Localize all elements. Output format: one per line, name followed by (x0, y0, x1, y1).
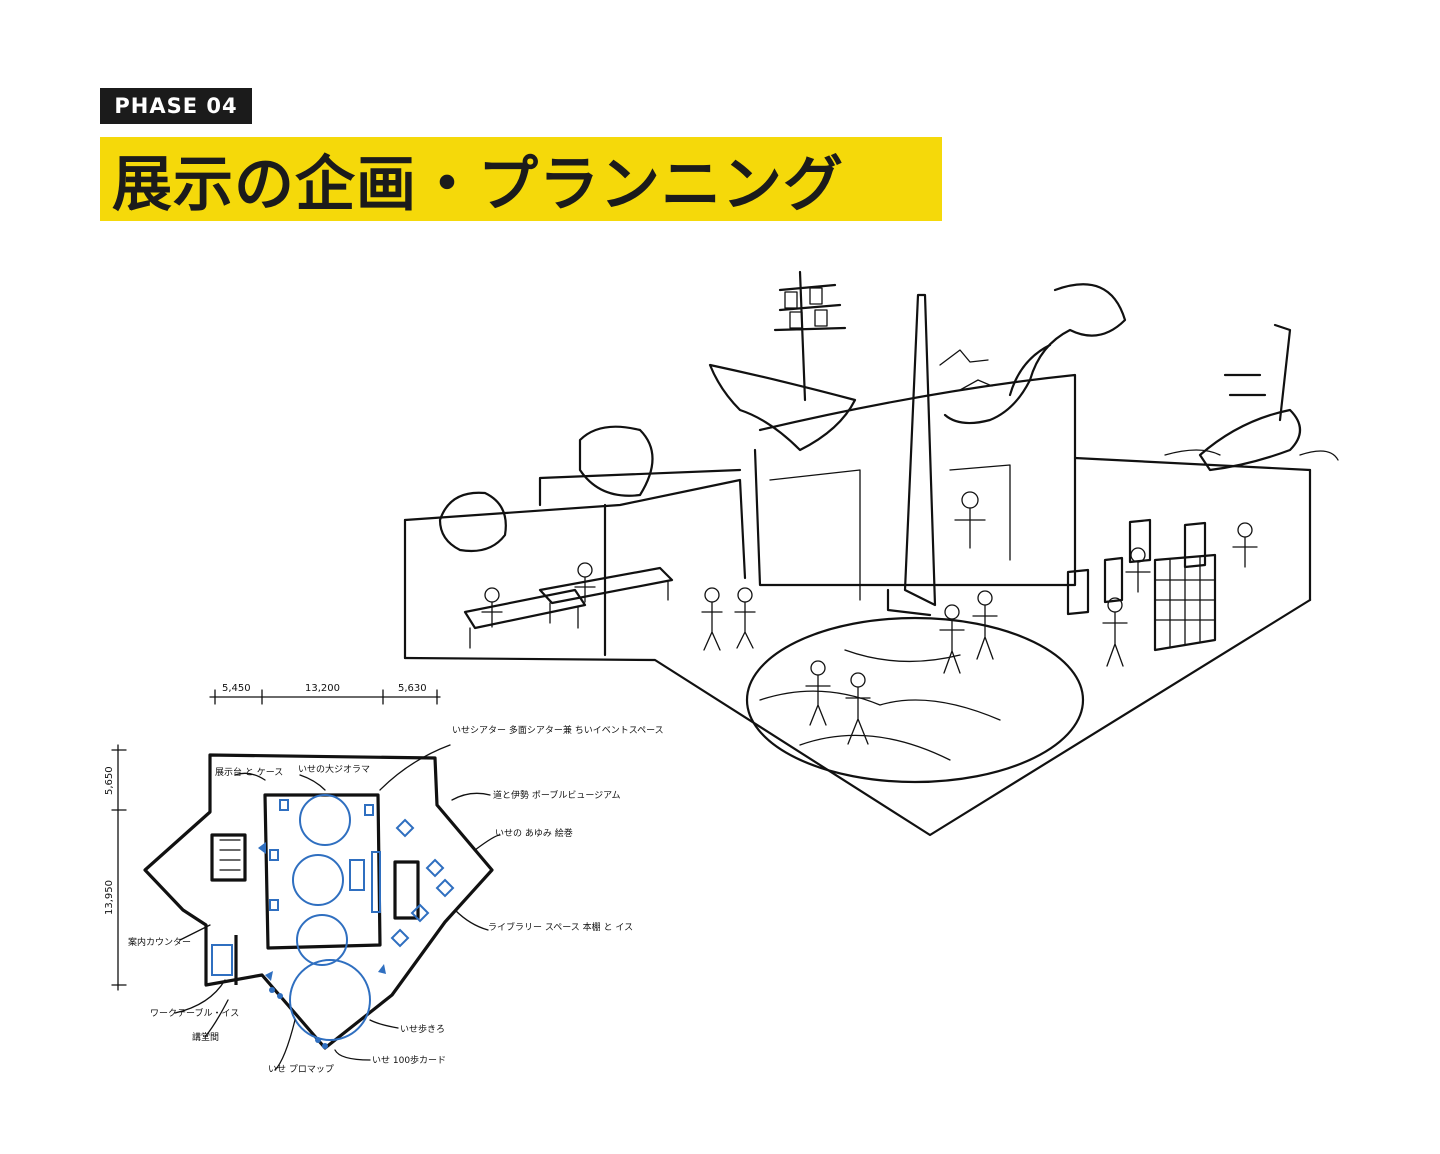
dim-top-3: 5,630 (398, 683, 427, 694)
annotation-theater: いせシアター 多面シアター兼 ちいイベントスペース (452, 724, 664, 736)
annotation-hall: 講堂間 (192, 1031, 219, 1043)
dim-left-2: 13,950 (104, 880, 115, 915)
annotation-museum: 道と伊勢 ポーブルビュージアム (493, 789, 621, 801)
annotation-diorama: いせの大ジオラマ (298, 763, 370, 775)
dim-top-2: 13,200 (305, 683, 340, 694)
annotation-library: ライブラリー スペース 本棚 と イス (488, 921, 633, 933)
dim-left-1: 5,650 (104, 766, 115, 795)
annotation-emaki: いせの あゆみ 絵巻 (495, 827, 573, 839)
title-band: 展示の企画・プランニング (100, 137, 942, 221)
page-title: 展示の企画・プランニング (112, 149, 844, 220)
phase-badge: PHASE 04 (100, 88, 252, 124)
annotation-counter: 案内カウンター (128, 936, 191, 948)
annotation-card: いせ 100歩カード (372, 1054, 446, 1066)
annotation-case: 展示台 と ケース (215, 766, 283, 778)
dim-top-1: 5,450 (222, 683, 251, 694)
annotation-walk: いせ歩きろ (400, 1023, 445, 1035)
annotation-worktable: ワークテーブル・イス (150, 1007, 239, 1019)
annotation-map: いせ プロマップ (268, 1064, 334, 1075)
